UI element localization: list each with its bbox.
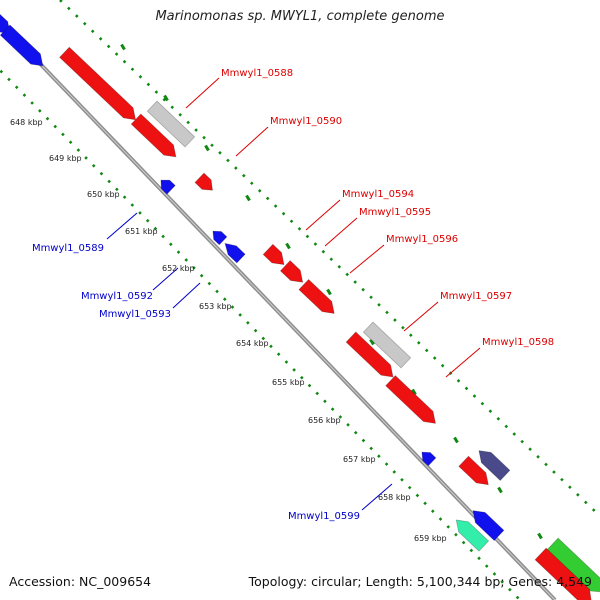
gene-mmwyl1-0597: [345, 331, 394, 378]
gene-mmwyl1-0588: [59, 46, 137, 121]
gene-label-reverse: Mmwyl1_0589: [32, 243, 104, 254]
kbp-tick-label: 648 kbp: [10, 118, 43, 127]
gene-label-forward: Mmwyl1_0594: [342, 189, 414, 200]
tick-dash: [204, 144, 210, 152]
gene-pseudo-b: [362, 321, 412, 369]
kbp-tick-label: 649 kbp: [49, 154, 82, 163]
gene-label-forward: Mmwyl1_0595: [359, 207, 431, 218]
tick-dashes: [120, 43, 587, 586]
gene-label-forward: Mmwyl1_0590: [270, 116, 342, 127]
leader-line-reverse: [172, 282, 201, 309]
gene-mmwyl1-0594: [262, 243, 285, 266]
gene-label-forward: Mmwyl1_0598: [482, 337, 554, 348]
inner-guide-line: [0, 68, 521, 600]
outer-guide-line: [59, 0, 600, 517]
leader-line-reverse: [361, 483, 393, 511]
leader-line-forward: [445, 347, 481, 378]
tick-dash: [245, 194, 251, 202]
tick-dash: [369, 338, 375, 346]
gene-label-forward: Mmwyl1_0588: [221, 68, 293, 79]
gene-reverse-small: [421, 451, 437, 467]
gene-other-green: [546, 537, 600, 593]
gene-label-forward: Mmwyl1_0596: [386, 234, 458, 245]
label-leader-lines: [106, 77, 481, 511]
gene-mmwyl1-0598: [385, 375, 436, 424]
gene-reverse-top: [0, 24, 44, 67]
gene-forward-small: [458, 455, 489, 486]
gene-mmwyl1-0592: [212, 230, 228, 246]
gene-mmwyl1-0596: [298, 278, 335, 314]
gene-mmwyl1-0599: [472, 510, 505, 542]
gene-other-navy: [478, 450, 511, 482]
leader-line-forward: [349, 244, 385, 274]
tick-dash: [326, 288, 332, 296]
gene-label-reverse: Mmwyl1_0593: [99, 309, 171, 320]
gene-label-forward: Mmwyl1_0597: [440, 291, 512, 302]
kbp-tick-label: 657 kbp: [343, 455, 376, 464]
leader-line-forward: [305, 199, 341, 231]
gene-mmwyl1-0595: [279, 260, 304, 283]
kbp-tick-label: 650 kbp: [87, 190, 120, 199]
gene-labels: Mmwyl1_0588Mmwyl1_0590Mmwyl1_0594Mmwyl1_…: [32, 68, 554, 522]
tick-dash: [120, 43, 126, 51]
gene-mmwyl1-0593: [224, 242, 246, 264]
tick-dash: [497, 486, 503, 494]
gene-other-cyan: [455, 519, 490, 552]
kbp-tick-label: 656 kbp: [308, 416, 341, 425]
kbp-tick-label: 659 kbp: [414, 534, 447, 543]
tick-dash: [453, 436, 459, 444]
kbp-tick-label: 654 kbp: [236, 339, 269, 348]
leader-line-forward: [324, 217, 358, 247]
tick-dash: [411, 388, 417, 396]
gene-mmwyl1-0591: [194, 172, 213, 191]
backbone-highlight: [0, 21, 556, 600]
tick-dash: [285, 242, 291, 250]
gene-pseudo-a: [146, 100, 196, 148]
kbp-tick-labels: 648 kbp 649 kbp 650 kbp 651 kbp 652 kbp 653 k…: [10, 118, 447, 543]
kbp-tick-label: 655 kbp: [272, 378, 305, 387]
kbp-tick-label: 652 kbp: [162, 264, 195, 273]
gene-label-reverse: Mmwyl1_0599: [288, 511, 360, 522]
tick-dash: [163, 94, 169, 102]
gene-forward-bottom: [534, 547, 592, 600]
accession-text: Accession: NC_009654: [9, 574, 152, 589]
gene-label-reverse: Mmwyl1_0592: [81, 291, 153, 302]
leader-line-forward: [235, 126, 269, 157]
kbp-tick-label: 653 kbp: [199, 302, 232, 311]
gene-features: [0, 8, 600, 600]
leader-line-forward: [185, 77, 220, 109]
kbp-tick-label: 658 kbp: [378, 493, 411, 502]
map-title: Marinomonas sp. MWYL1, complete genome: [155, 9, 445, 24]
gene-mmwyl1-0589: [160, 179, 176, 195]
genome-backbone: [0, 20, 557, 600]
tick-dash: [537, 532, 543, 540]
leader-line-forward: [403, 301, 439, 332]
genome-summary-text: Topology: circular; Length: 5,100,344 bp…: [248, 574, 592, 589]
leader-line-reverse: [152, 267, 179, 291]
gene-mmwyl1-0590: [130, 113, 177, 158]
leader-line-reverse: [106, 212, 138, 240]
kbp-tick-label: 651 kbp: [125, 227, 158, 236]
